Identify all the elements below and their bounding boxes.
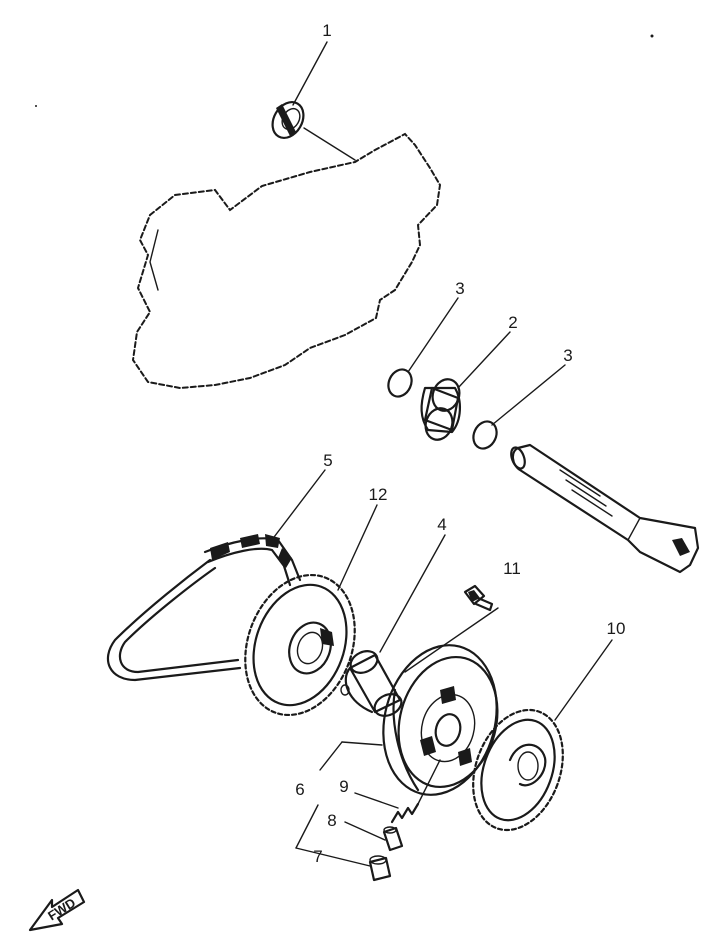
speck bbox=[35, 105, 37, 107]
leader-7 bbox=[295, 847, 371, 867]
part-9-spring bbox=[390, 759, 441, 824]
label-4: 4 bbox=[437, 515, 446, 534]
label-12: 12 bbox=[369, 485, 388, 504]
leader-3a bbox=[407, 297, 459, 373]
part-8-plunger bbox=[382, 826, 404, 852]
label-9: 9 bbox=[339, 777, 348, 796]
part-12-sprocket bbox=[244, 573, 356, 717]
part-7-roller bbox=[368, 855, 392, 882]
leader-9 bbox=[354, 792, 399, 809]
leader-3b bbox=[491, 364, 566, 426]
leader-11a bbox=[404, 607, 499, 673]
fwd-arrow-icon: FWD bbox=[28, 888, 86, 932]
leader-6-bottom bbox=[295, 804, 319, 849]
label-8: 8 bbox=[327, 811, 336, 830]
part-2-collar bbox=[420, 378, 461, 441]
part-11-bolt bbox=[463, 584, 494, 612]
leader-4 bbox=[379, 534, 446, 653]
label-3a: 3 bbox=[455, 279, 464, 298]
label-5: 5 bbox=[323, 451, 332, 470]
part-4-bearing bbox=[340, 650, 403, 717]
label-7: 7 bbox=[313, 847, 322, 866]
label-2: 2 bbox=[508, 313, 517, 332]
label-11: 11 bbox=[503, 559, 521, 578]
speck bbox=[650, 34, 654, 38]
leader-1 bbox=[292, 41, 328, 106]
crankcase-cover bbox=[131, 132, 442, 390]
fwd-label: FWD bbox=[45, 895, 78, 923]
part-1-oil-seal bbox=[271, 101, 356, 161]
part-3-circlip-left bbox=[387, 368, 413, 398]
starter-clutch bbox=[382, 644, 499, 796]
leader-10 bbox=[554, 639, 613, 721]
label-6: 6 bbox=[295, 780, 304, 799]
label-3b: 3 bbox=[563, 346, 572, 365]
leader-12 bbox=[337, 504, 378, 591]
part-3-circlip-right bbox=[472, 420, 498, 450]
part-10-sprocket bbox=[472, 708, 564, 832]
leader-5 bbox=[267, 469, 326, 546]
leader-6-top bbox=[319, 741, 343, 771]
shaft bbox=[510, 443, 700, 574]
leader-2 bbox=[457, 331, 511, 389]
leader-8 bbox=[344, 821, 386, 841]
label-10: 10 bbox=[607, 619, 626, 638]
leader-6-top-h bbox=[341, 741, 383, 746]
label-1: 1 bbox=[322, 21, 331, 40]
